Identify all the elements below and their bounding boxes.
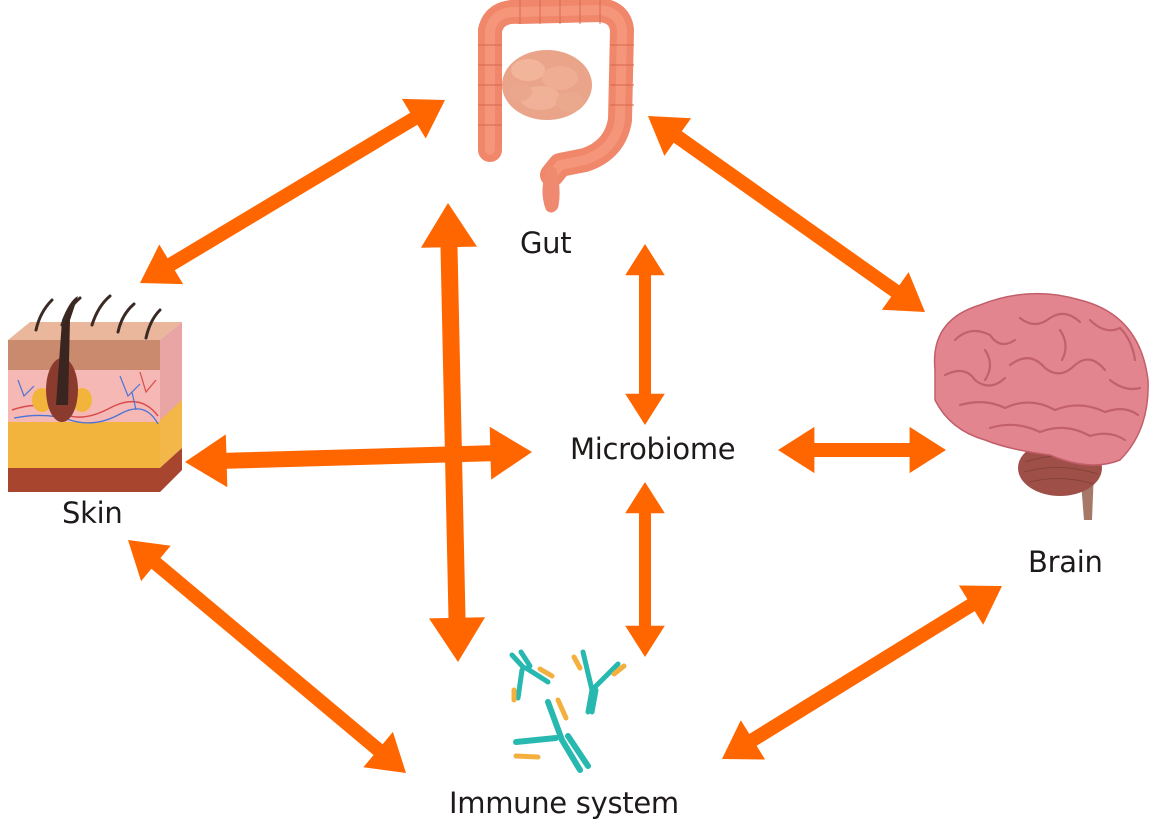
skin-label: Skin (62, 496, 123, 530)
brain-icon (933, 292, 1149, 520)
arrow-gut-microbiome (625, 244, 665, 425)
connection-arrows (128, 98, 1002, 773)
microbiome-label: Microbiome (570, 432, 736, 466)
arrow-gut-skin (140, 98, 445, 285)
gut-label: Gut (520, 226, 572, 260)
arrow-microbiome-brain (778, 426, 946, 474)
brain-label: Brain (1028, 545, 1103, 579)
arrow-gut-brain (648, 116, 925, 312)
skin-layers-icon (8, 294, 182, 492)
arrow-gut-immune (420, 203, 486, 662)
arrow-skin-microbiome (185, 426, 532, 488)
arrow-skin-immune (128, 540, 406, 773)
arrow-immune-brain (722, 585, 1002, 760)
intestine-icon (478, 0, 634, 213)
arrow-microbiome-immune (625, 482, 665, 657)
immune-system-label: Immune system (449, 786, 679, 820)
antibody-icon (509, 649, 627, 773)
